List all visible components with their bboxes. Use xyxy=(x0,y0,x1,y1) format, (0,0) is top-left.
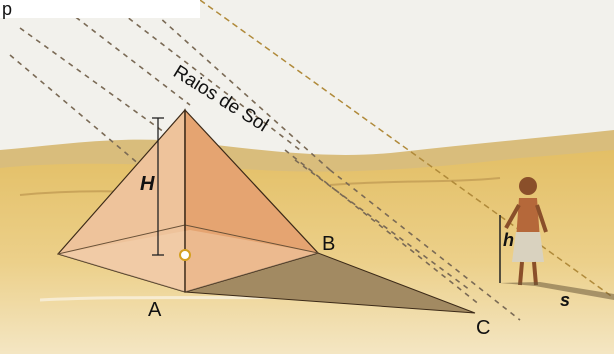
sun-rays xyxy=(9,0,521,321)
sun-ray xyxy=(19,27,176,141)
man-height-label: h xyxy=(503,230,514,250)
man-shadow-length-label: s xyxy=(560,290,570,310)
point-b-label: B xyxy=(322,233,335,255)
point-c-label: C xyxy=(476,317,490,339)
man-figure xyxy=(504,177,548,286)
top-caption-fragment: p xyxy=(2,0,12,19)
pyramid-base xyxy=(58,230,318,292)
sand-ridge xyxy=(329,177,501,186)
pyramid-height-arrow xyxy=(152,117,164,256)
sun-ray xyxy=(284,149,481,306)
top-caption-strip xyxy=(0,0,200,18)
pyramid-height-label: H xyxy=(140,173,155,195)
pyramid-center-point xyxy=(179,249,191,261)
sun-ray xyxy=(9,54,141,166)
sun-ray-to-shadow-tip xyxy=(199,0,614,299)
point-a-label: A xyxy=(148,299,162,321)
sun-ray xyxy=(329,169,521,321)
sun-ray xyxy=(59,4,191,106)
sun-ray xyxy=(294,159,471,291)
sun-ray xyxy=(104,0,301,151)
sun-ray xyxy=(139,0,331,171)
man-shadow xyxy=(500,282,614,300)
